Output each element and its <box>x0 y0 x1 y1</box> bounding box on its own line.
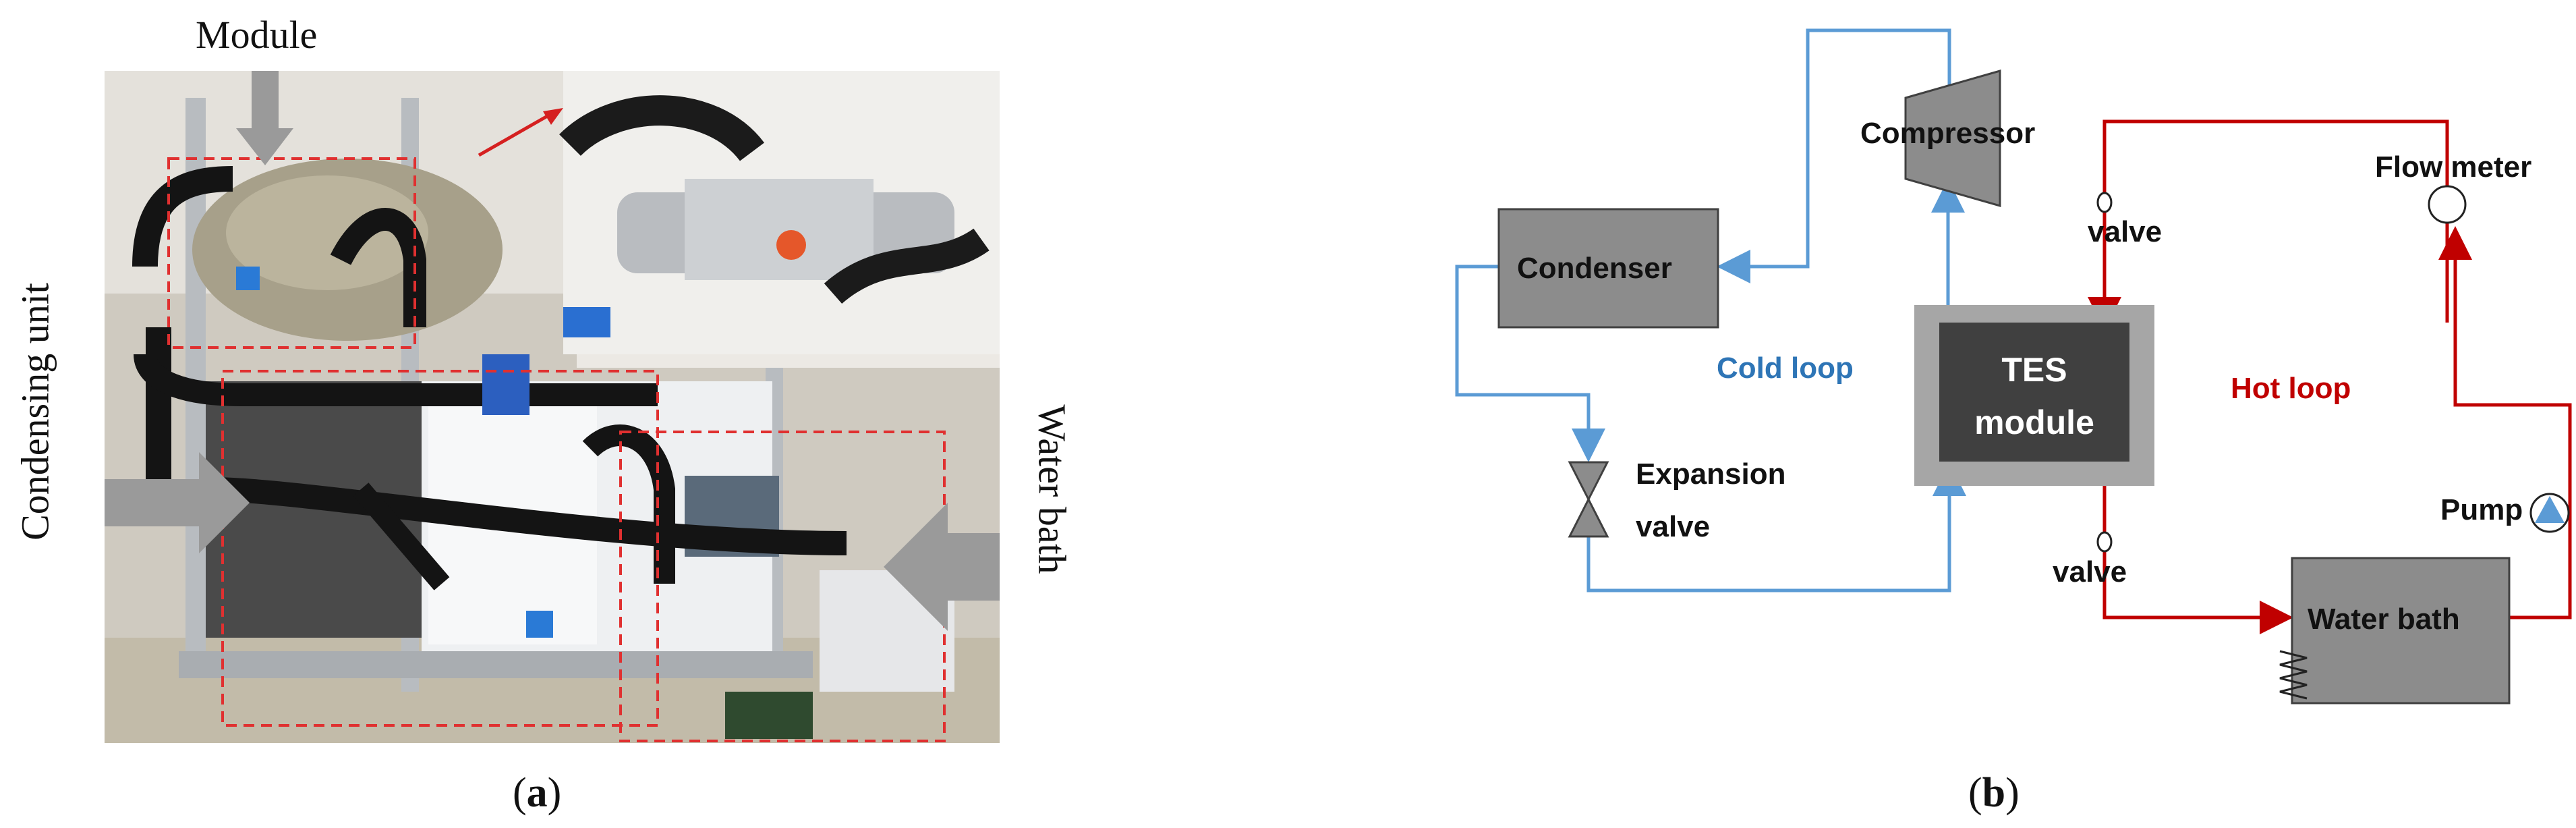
condenser-box <box>1497 208 1719 329</box>
water-bath-arrow <box>884 503 1000 631</box>
compressor <box>1904 70 2001 207</box>
expansion-label-1: Expansion <box>1636 458 1786 491</box>
caption-b: (b) <box>1968 770 2020 816</box>
heater-icon <box>2279 650 2308 700</box>
setup-photo <box>105 71 1000 743</box>
pump-label: Pump <box>2440 493 2523 526</box>
condenser-label: Condenser <box>1517 252 1672 285</box>
hot-loop-label: Hot loop <box>2231 372 2351 405</box>
flow-meter-icon <box>2428 185 2467 224</box>
caption-b-letter: b <box>1982 770 2006 816</box>
valve-top-icon <box>2096 192 2113 213</box>
water-bath-box-label: Water bath <box>2308 603 2460 636</box>
caption-a-letter: a <box>526 770 548 816</box>
water-bath-box <box>2291 557 2511 705</box>
module-label: Module <box>196 13 318 57</box>
hot-loop-pipes <box>2088 119 2572 634</box>
expansion-label-2: valve <box>1636 510 1710 543</box>
flow-meter-label: Flow meter <box>2375 150 2531 184</box>
compressor-label: Compressor <box>1860 117 2035 150</box>
valve-top-label: valve <box>2088 215 2162 248</box>
tes-module-box <box>1939 323 2129 462</box>
cold-loop-label: Cold loop <box>1717 352 1854 385</box>
tes-label-1: TES <box>2001 351 2067 389</box>
module-arrow <box>236 71 293 165</box>
setup-photo-illustration <box>105 71 1000 743</box>
expansion-valve-icon <box>1568 461 1609 538</box>
valve-bottom-label: valve <box>2053 555 2127 588</box>
condensing-arrow <box>105 452 250 553</box>
valve-bottom-icon <box>2096 531 2113 553</box>
pump-icon <box>2529 493 2570 533</box>
caption-a: (a) <box>513 770 562 816</box>
tes-label-2: module <box>1974 404 2094 441</box>
